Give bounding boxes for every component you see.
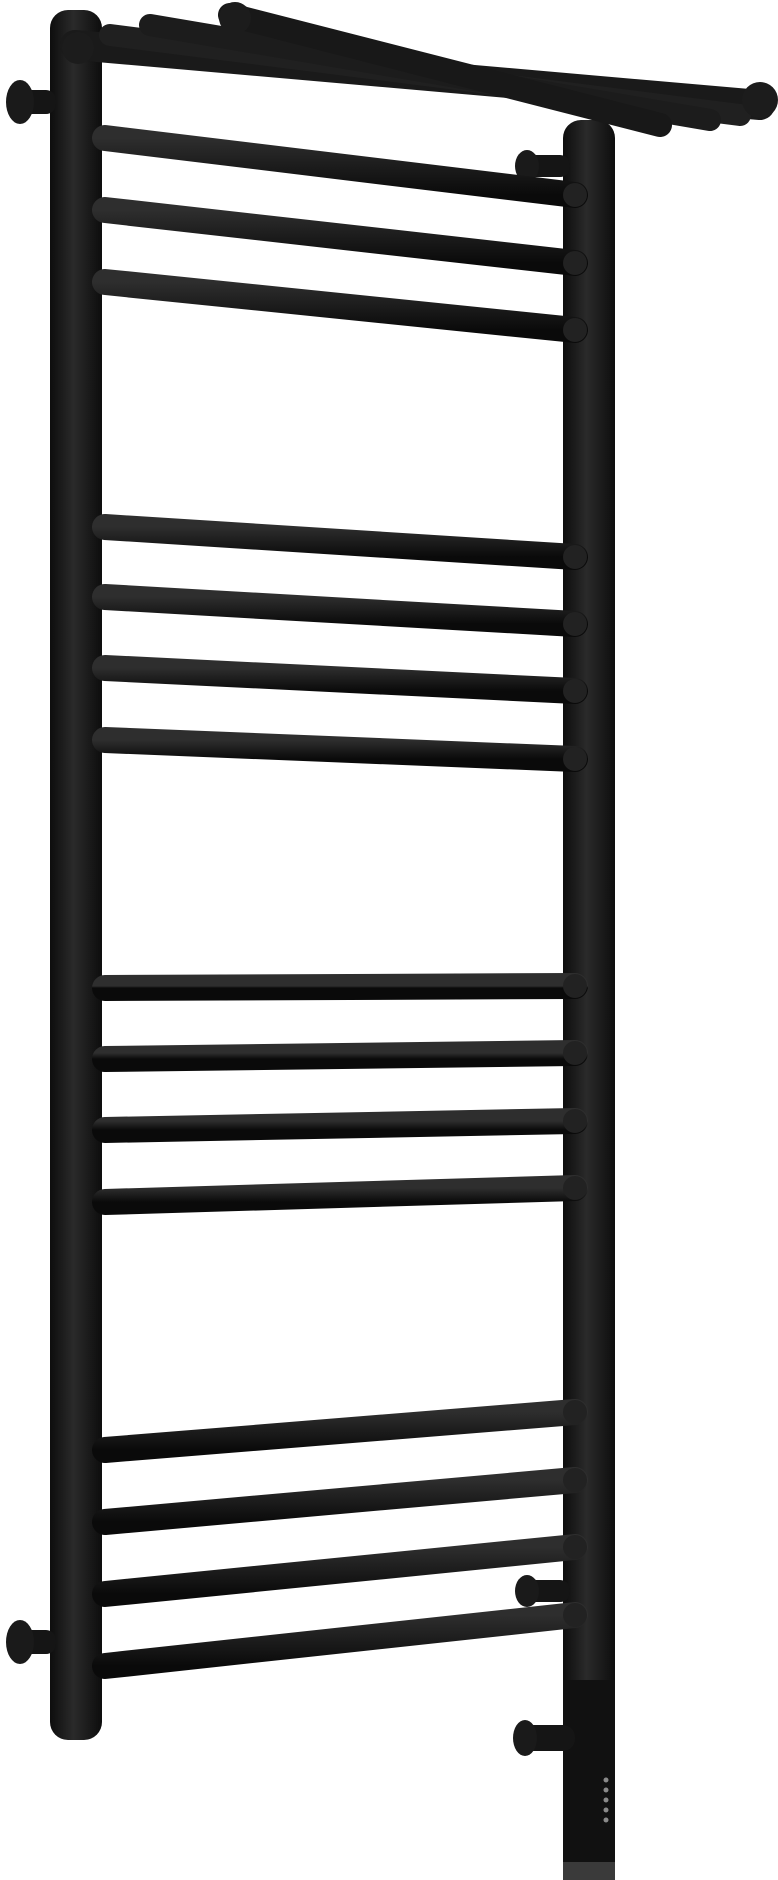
right-post-bottom-cap — [563, 1862, 615, 1880]
rail-group-1 — [92, 125, 588, 343]
shelf-end-cap — [742, 82, 778, 118]
rail — [92, 1467, 588, 1535]
rail — [92, 1175, 588, 1215]
rail — [92, 1602, 588, 1679]
top-shelf — [60, 2, 778, 137]
rail — [92, 973, 588, 1001]
wall-mount-bottom-left — [6, 1620, 56, 1664]
rail — [92, 514, 588, 570]
rail — [92, 125, 588, 208]
shelf-end-cap — [62, 32, 94, 64]
wall-mount-bottom-right — [515, 1575, 570, 1607]
rail — [92, 1399, 588, 1463]
rail — [92, 655, 588, 704]
rail — [92, 1108, 588, 1143]
power-inlet — [513, 1720, 575, 1756]
rail — [92, 269, 588, 343]
indicator-lights — [603, 1777, 609, 1823]
rail — [92, 1534, 588, 1607]
shelf-end-cap — [219, 2, 251, 34]
rail-group-2 — [92, 514, 588, 772]
wall-mount-top-right — [515, 150, 570, 182]
wall-mount-top-left — [6, 80, 56, 124]
rail-end-caps — [563, 183, 587, 1627]
rail — [92, 727, 588, 772]
shelf-bar — [218, 3, 672, 137]
rail — [92, 584, 588, 637]
rail-group-3 — [92, 973, 588, 1215]
rail — [92, 1040, 588, 1072]
left-post — [50, 10, 102, 1740]
rail — [92, 197, 588, 276]
rail-group-4 — [92, 1399, 588, 1679]
